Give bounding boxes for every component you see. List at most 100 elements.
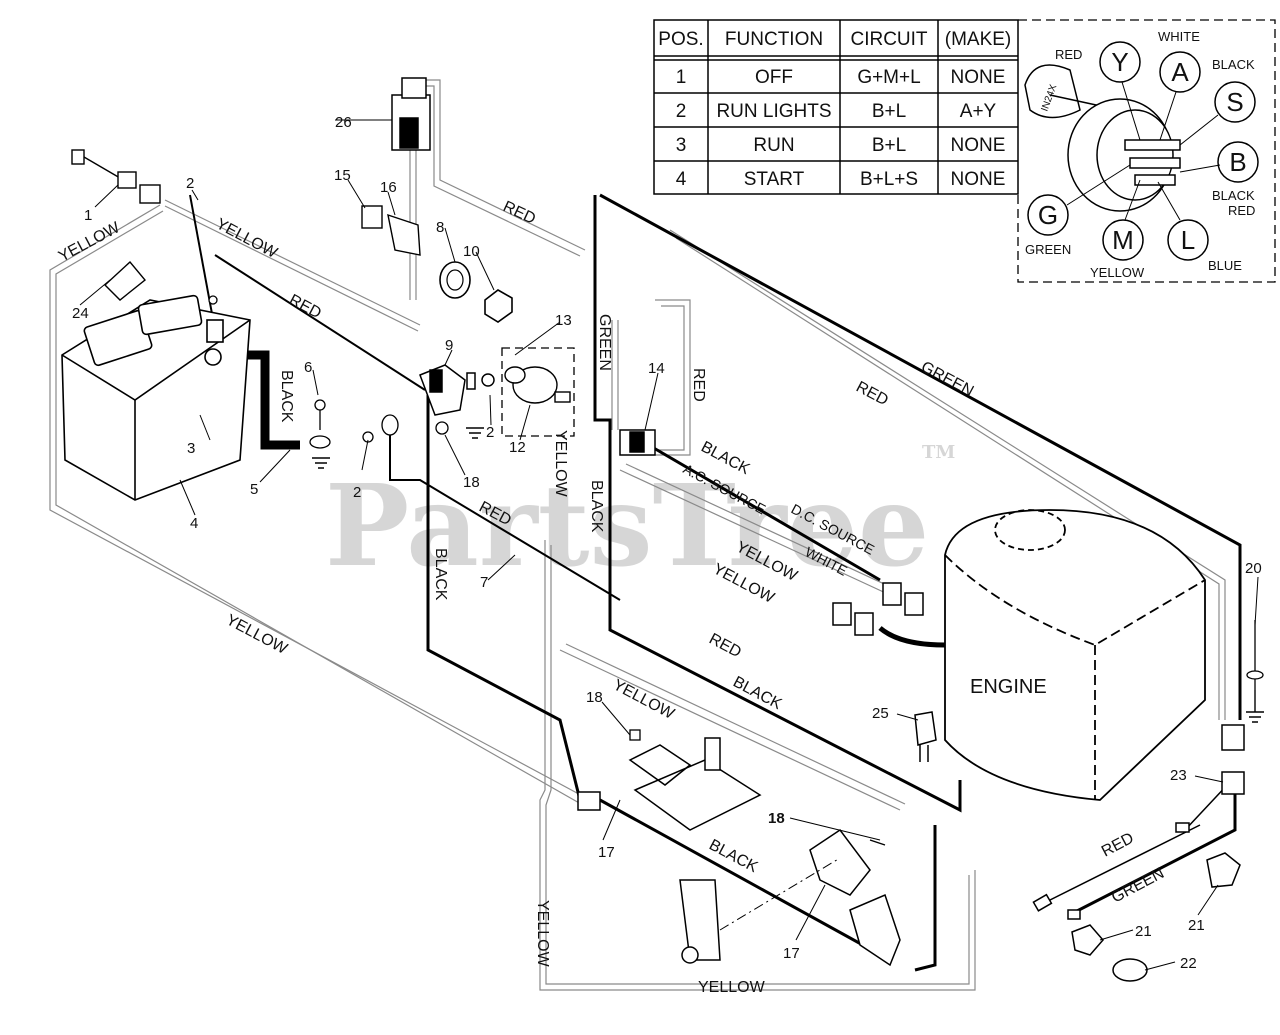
wire-label-yellow: YELLOW	[56, 219, 124, 266]
switch-function-table: POS. FUNCTION CIRCUIT (MAKE) 1 OFF G+M+L…	[653, 19, 1019, 195]
terminal-letter: S	[1226, 87, 1243, 117]
table-cell: B+L	[872, 135, 906, 156]
engine-connectors-icon	[832, 582, 946, 648]
wire-label-yellow: YELLOW	[698, 979, 766, 996]
part-number: 10	[463, 243, 480, 260]
ground-icons	[312, 427, 1264, 723]
heavy-wires	[189, 193, 1242, 972]
wire-label-red: RED	[853, 379, 891, 410]
wire-label-red: RED	[500, 198, 538, 228]
wire-label-yellow: YELLOW	[534, 900, 551, 968]
terminal-color: BLUE	[1208, 258, 1242, 273]
wire-label-red: RED	[1099, 830, 1137, 861]
table-cell: RUN LIGHTS	[716, 101, 831, 122]
wire-label-black: BLACK	[588, 480, 605, 533]
part-number: 20	[1245, 560, 1262, 577]
table-cell: START	[744, 169, 805, 190]
terminal-a-icon	[1159, 51, 1201, 93]
part-callouts: 1 2 24 3 4 5 6 2 26 15 16 8 10 13 9 18 2…	[72, 114, 1262, 972]
terminal-color: RED	[1228, 203, 1255, 218]
connector-25-icon	[914, 711, 937, 762]
part-number: 1	[84, 207, 92, 224]
washer-10-icon	[484, 289, 513, 323]
part-number: 14	[648, 360, 665, 377]
seat-switch-icons	[577, 737, 901, 967]
wire-label-black: BLACK	[278, 370, 295, 423]
part-number: 22	[1180, 955, 1197, 972]
part-number: 3	[187, 440, 195, 457]
part-number: 18	[463, 474, 480, 491]
battery-black-cable	[235, 350, 300, 450]
wire-label-green: GREEN	[918, 359, 976, 401]
switch-box	[501, 347, 575, 437]
light-socket-icons	[1032, 822, 1241, 982]
part-number: 13	[555, 312, 572, 329]
wire-label-yellow: YELLOW	[223, 612, 291, 659]
battery-icon	[61, 294, 251, 501]
table-header: CIRCUIT	[850, 29, 927, 50]
wire-label-black: BLACK	[432, 548, 449, 601]
part-number: 15	[334, 167, 351, 184]
table-cell: NONE	[951, 67, 1006, 88]
part-number: 4	[190, 515, 198, 532]
table-cell: 3	[676, 135, 687, 156]
table-cell: G+M+L	[857, 67, 920, 88]
table-cell: NONE	[951, 169, 1006, 190]
terminal-letter: M	[1112, 225, 1134, 255]
solenoid-9-icon	[419, 364, 495, 416]
wire-label-yellow: YELLOW	[610, 677, 678, 724]
part-number: 8	[436, 219, 444, 236]
table-header: (MAKE)	[945, 29, 1012, 50]
part-number: 16	[380, 179, 397, 196]
part-number: 24	[72, 305, 89, 322]
wire-label-yellow: YELLOW	[213, 216, 281, 263]
wire-label-green: GREEN	[596, 314, 613, 371]
part-number: 6	[304, 359, 312, 376]
part-number: 26	[335, 114, 352, 131]
terminal-l-icon	[1167, 219, 1209, 261]
table-cell: 4	[676, 169, 687, 190]
terminal-b-icon	[1217, 141, 1259, 183]
connector-1-icon	[71, 149, 161, 204]
screw-icons	[208, 295, 1264, 846]
wire-label-red: RED	[706, 631, 744, 662]
key-15-16-icon	[361, 205, 421, 256]
ignition-switch-detail-icon	[1024, 64, 1181, 212]
terminal-color: WHITE	[1158, 29, 1200, 44]
table-header: FUNCTION	[725, 29, 823, 50]
part-number: 2	[353, 484, 361, 501]
watermark-tm: TM	[922, 442, 955, 463]
terminal-color: BLACK	[1212, 188, 1255, 203]
wire-label-yellow: YELLOW	[552, 430, 569, 498]
terminal-s-icon	[1214, 81, 1256, 123]
thin-harness	[49, 79, 1226, 991]
table-cell: 1	[676, 67, 687, 88]
terminal-color: GREEN	[1025, 242, 1071, 257]
part-number: 12	[509, 439, 526, 456]
engine-icon	[944, 509, 1206, 801]
terminal-m-icon	[1102, 219, 1144, 261]
table-cell: NONE	[951, 135, 1006, 156]
connector-23-icon	[1221, 724, 1245, 795]
part-number: 23	[1170, 767, 1187, 784]
terminal-color: BLACK	[1212, 57, 1255, 72]
part-number: 2	[486, 424, 494, 441]
wire-label-black: BLACK	[706, 837, 761, 877]
relay-26-icon	[391, 77, 431, 151]
part-number: 2	[186, 175, 194, 192]
table-cell: A+Y	[960, 101, 997, 122]
terminal-color: RED	[1055, 47, 1082, 62]
part-number: 17	[783, 945, 800, 962]
terminal-color: YELLOW	[1090, 265, 1145, 280]
terminal-letter: G	[1038, 200, 1058, 230]
connector-14-icon	[619, 429, 656, 456]
table-cell: B+L+S	[860, 169, 918, 190]
table-cell: B+L	[872, 101, 906, 122]
table-header: POS.	[658, 29, 703, 50]
wire-label-red: RED	[286, 292, 324, 323]
terminal-legend: IN24X Y A S B G M L RED WHITE	[1017, 19, 1276, 283]
part-number: 25	[872, 705, 889, 722]
part-number: 18	[586, 689, 603, 706]
terminal-letter: Y	[1111, 47, 1128, 77]
